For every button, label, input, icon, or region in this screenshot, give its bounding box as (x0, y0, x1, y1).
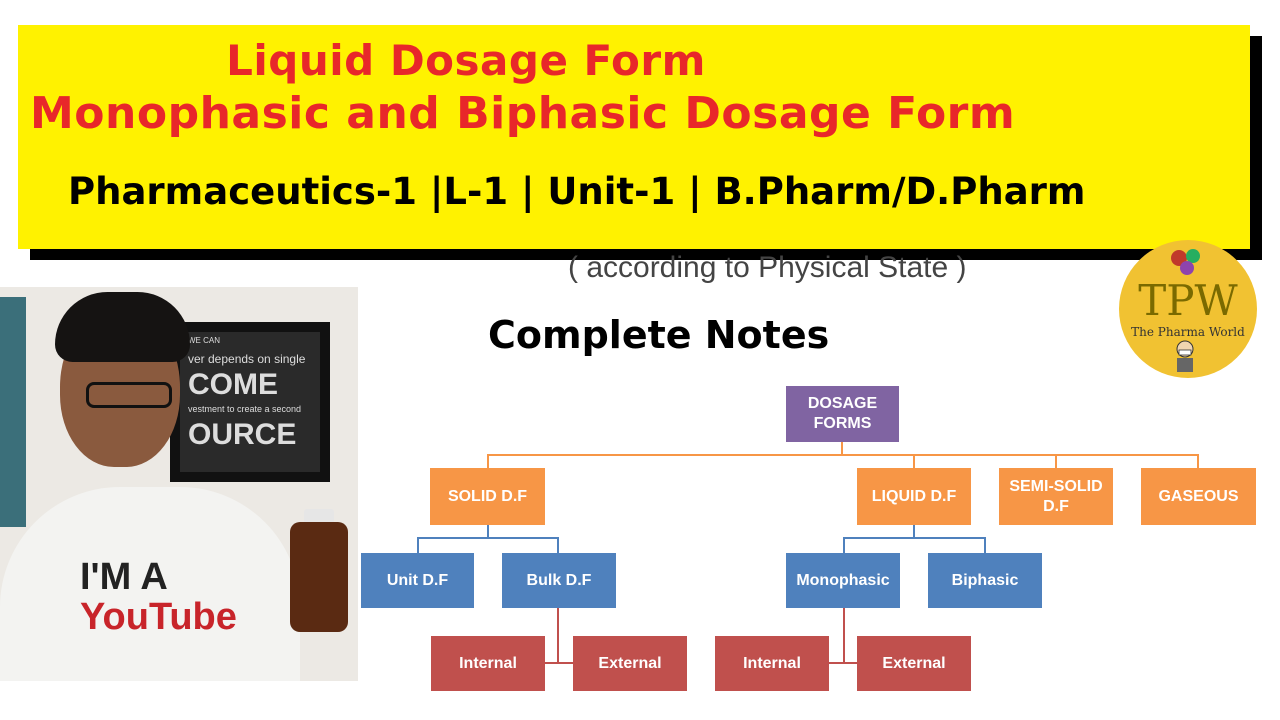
complete-notes-label: Complete Notes (488, 313, 830, 357)
connector (984, 537, 986, 553)
node-monophasic-external: External (857, 636, 971, 691)
connector (487, 454, 1199, 456)
poster-line: COME (188, 368, 278, 401)
node-monophasic-internal: Internal (715, 636, 829, 691)
title-banner (18, 25, 1250, 249)
connector (841, 441, 843, 455)
background-heading: ( according to Physical State ) (568, 251, 967, 284)
glasses (86, 382, 172, 408)
connector (487, 525, 489, 538)
connector (913, 525, 915, 538)
connector (913, 454, 915, 468)
poster-line: ver depends on single (188, 352, 306, 366)
presenter-photo: WE CAN ver depends on single COME vestme… (0, 287, 358, 681)
shirt-print: I'M A YouTube (80, 557, 237, 637)
connector (843, 608, 845, 663)
node-biphasic: Biphasic (928, 553, 1042, 608)
poster-line: WE CAN (188, 336, 220, 345)
connector (1197, 454, 1199, 468)
connector (417, 537, 559, 539)
connector (1055, 454, 1057, 468)
node-dosage-forms: DOSAGE FORMS (786, 386, 899, 442)
connector (557, 537, 559, 553)
wall-poster: WE CAN ver depends on single COME vestme… (180, 332, 320, 472)
connector (843, 537, 845, 553)
node-solid-df: SOLID D.F (430, 468, 545, 525)
connector (557, 608, 559, 663)
connector (417, 537, 419, 553)
white-shirt (0, 487, 300, 681)
poster-line: OURCE (188, 418, 297, 451)
node-bulk-internal: Internal (431, 636, 545, 691)
presenter-hair (55, 292, 190, 362)
node-gaseous: GASEOUS (1141, 468, 1256, 525)
title-line-1: Liquid Dosage Form (226, 36, 706, 85)
medicine-bottle (290, 522, 348, 632)
poster-line: vestment to create a second (188, 404, 302, 414)
node-semi-solid-df: SEMI-SOLID D.F (999, 468, 1113, 525)
node-liquid-df: LIQUID D.F (857, 468, 971, 525)
connector (829, 662, 858, 664)
node-bulk-df: Bulk D.F (502, 553, 616, 608)
shirt-print-line-2: YouTube (80, 596, 237, 638)
connector (843, 537, 986, 539)
logo-initials: TPW (1138, 276, 1238, 325)
node-bulk-external: External (573, 636, 687, 691)
connector (487, 454, 489, 468)
logo-avatar-icon (1176, 340, 1194, 372)
title-line-2: Monophasic and Biphasic Dosage Form (30, 88, 1016, 139)
node-unit-df: Unit D.F (361, 553, 474, 608)
wall-painting (0, 297, 26, 527)
node-monophasic: Monophasic (786, 553, 900, 608)
logo-pills-icon (1171, 249, 1200, 275)
logo-name: The Pharma World (1131, 325, 1245, 339)
connector (545, 662, 574, 664)
banner-subtitle: Pharmaceutics-1 |L-1 | Unit-1 | B.Pharm/… (68, 170, 1086, 213)
shirt-print-line-1: I'M A (80, 556, 168, 598)
